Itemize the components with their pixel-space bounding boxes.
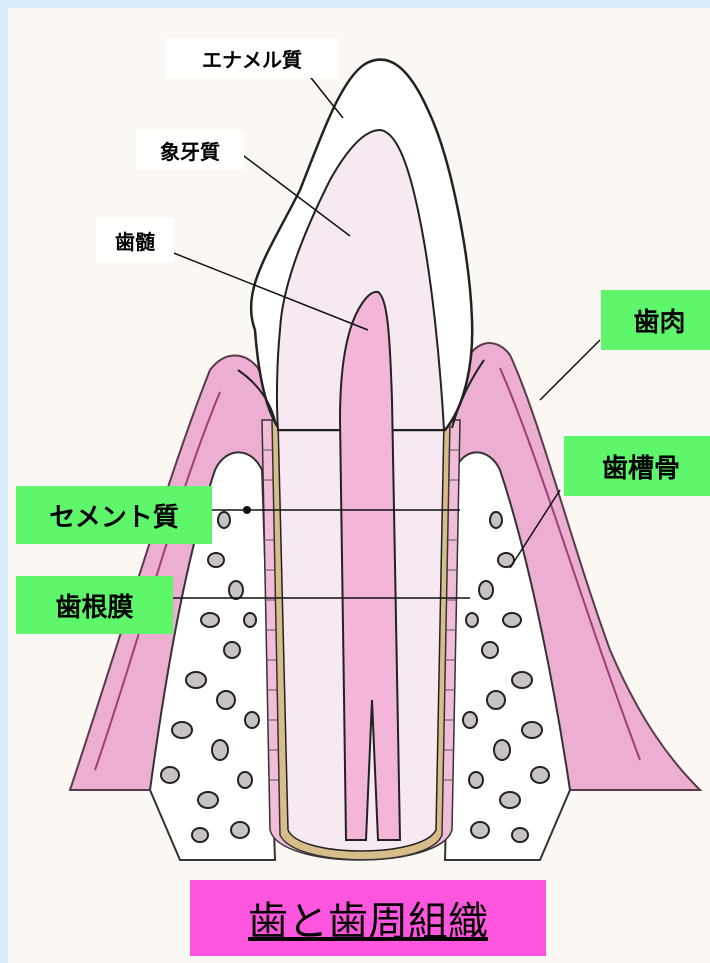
alveolar-bone-label: 歯槽骨 <box>564 436 710 496</box>
cementum-pointer-dot <box>243 506 251 514</box>
dentin-label: 象牙質 <box>136 130 244 170</box>
cementum-label: セメント質 <box>16 486 212 544</box>
gingiva-label: 歯肉 <box>601 290 710 350</box>
diagram-frame: エナメル質 象牙質 歯髄 歯肉 歯槽骨 セメント質 歯根膜 <box>8 8 710 963</box>
enamel-label: エナメル質 <box>166 38 338 78</box>
periodontal-ligament-label: 歯根膜 <box>16 576 173 634</box>
pulp-label: 歯髄 <box>96 218 174 262</box>
diagram-title: 歯と歯周組織 <box>190 880 546 956</box>
pulp <box>340 292 400 840</box>
